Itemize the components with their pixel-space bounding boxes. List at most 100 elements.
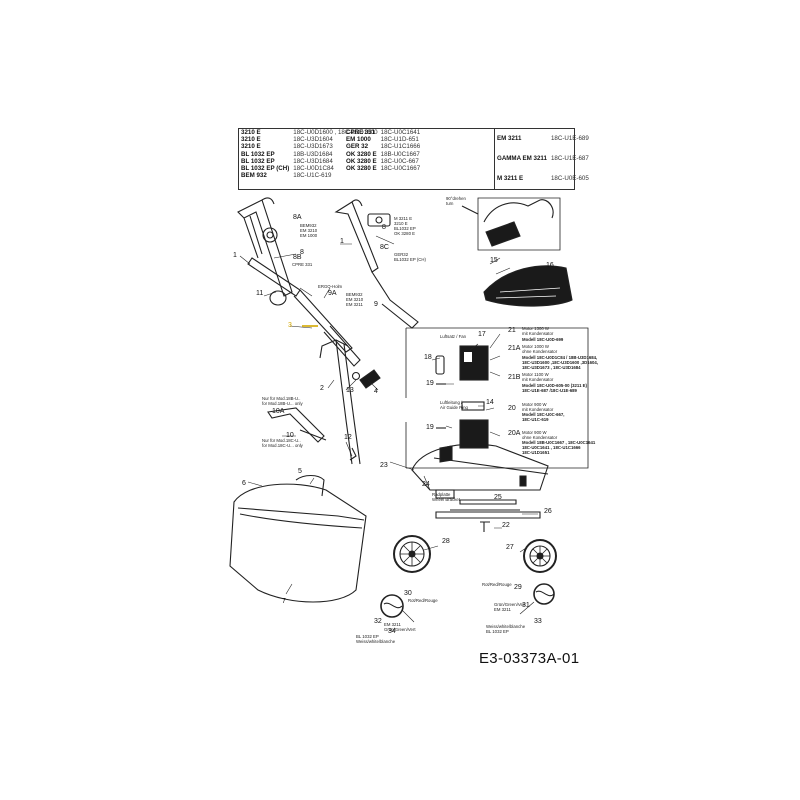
part-number-9A: 9A [328,290,337,297]
part-number-8a: 8 [300,249,304,256]
part-number-16: 16 [546,262,554,269]
note-motor-1100: Motor 1100 W mit Kondensator [522,372,554,382]
grass-box-lid [483,265,573,307]
part-number-17: 17 [478,331,486,338]
part-number-33: 33 [534,618,542,625]
model-name: OK 3280 E [346,157,377,165]
model-row: BL 1032 EP 18C-U3D1684 [239,158,380,165]
part-number-28: 28 [442,538,450,545]
part-number-22: 22 [502,522,510,529]
cable-clip [269,290,287,306]
part-number-2: 2 [320,385,324,392]
fan [459,499,517,505]
part-number-27: 27 [506,544,514,551]
model-name: 3210 E [241,143,261,151]
note-8C: GER32 BL1032 EP (CH) [394,252,426,262]
note-model-900-b: Modell 18B-U0C1667 , 18C-U0C1641 18C-U0C… [522,440,596,455]
model-name: BL 1032 EP (CH) [241,165,290,173]
model-name: OK 3280 E [346,150,377,158]
note-8B: CPRE 331 [292,262,313,267]
wheel-27 [523,539,557,573]
lower-handle-tube [293,289,353,353]
blade-screw [480,521,490,532]
model-name: GER 32 [346,143,369,151]
part-number-4: 4 [374,388,378,395]
diagram-code: E3-03373A-01 [479,650,580,667]
part-number-10A: 10A [272,408,285,415]
model-name: 3210 E [241,136,261,144]
part-number-8C: 8C [380,244,389,251]
note-model-900-a: Modell 18C-U0C-667, 18C-U1C-619 [522,412,565,422]
model-code: 18C-U1C-619 [293,172,332,180]
note-8A: BEM932 EM 3210 EM 1000 [300,223,318,238]
lower-handle [319,339,349,359]
note-wheel-bracket: Radplatte Wheel Bracket [432,492,460,502]
model-code: 18B-U0C1667 [380,150,420,158]
model-name: CPRE 331 [346,129,376,136]
handle-clamp-4 [359,369,381,389]
note-green-left: EM 3211 Grün/Green/Vert [384,622,416,632]
model-row: CPRE 331 18C-U0C1641 [344,129,422,136]
part-number-21: 21 [508,327,516,334]
rear-flap [267,407,325,443]
part-number-15: 15 [490,257,498,264]
handle-clamp-right [367,213,391,227]
part-number-19a: 19 [426,380,434,387]
part-number-8B: 8B [293,254,302,261]
hubcap-29 [533,583,555,605]
part-number-6: 6 [242,480,246,487]
note-motor-900-a: Motor 900 W mit Kondensator [522,402,554,412]
model-code: 18C-U0C1641 [380,129,421,136]
part-number-30: 30 [404,590,412,597]
model-name: EM 1000 [346,136,371,144]
note-red-left: Rot/Red/Rouge [408,598,438,603]
note-9A: BEM932 EM 3210 EM 3211 [346,292,364,307]
cable-bracket [483,199,554,223]
part-number-26: 26 [544,508,552,515]
washer-13 [351,371,361,381]
note-motor-1300: Motor 1300 W mit Kondensator [522,326,554,336]
model-row: BL 1032 EP (CH)18C-U0D1C84 [239,165,380,172]
model-code: 18C-U3D1684 [293,157,333,165]
part-number-5: 5 [298,468,302,475]
note-fan: Luftsatz / Fan [440,334,467,339]
model-code: 18C-U1D-651 [380,136,419,144]
note-air-guide: Luftleitung / Air Guide Ring [440,400,468,410]
part-number-11: 11 [256,290,264,297]
note-8-right: M 3211 E 3210 E BL1032 EP OK 3280 E [394,216,416,236]
part-number-21A: 21A [508,345,521,352]
part-number-23: 23 [380,462,388,469]
model-name: EM 3211 [497,135,522,143]
part-number-3: 3 [288,322,292,329]
part-number-32: 32 [374,618,382,625]
model-code: 18C-U0C-667 [380,157,419,165]
note-ergo-handle: ERGO-Holm [318,284,343,289]
model-code: 18C-U1E-689 [550,135,589,143]
part-number-20: 20 [508,405,516,412]
part-number-31: 31 [522,602,530,609]
upper-handle-right [334,201,379,273]
model-code: 18B-U3D1684 [293,150,333,158]
part-number-12: 12 [344,434,352,441]
part-number-20A: 20A [508,430,521,437]
model-name: BL 1032 EP [241,157,275,165]
part-number-10: 10 [286,432,294,439]
part-number-29: 29 [514,584,522,591]
part-number-1a: 1 [233,252,237,259]
part-number-21B: 21B [508,374,521,381]
hubcap-30 [380,594,404,618]
part-number-25: 25 [494,494,502,501]
motor-21 [459,345,489,381]
grass-box [229,483,367,603]
motor-box-frame [406,327,589,469]
